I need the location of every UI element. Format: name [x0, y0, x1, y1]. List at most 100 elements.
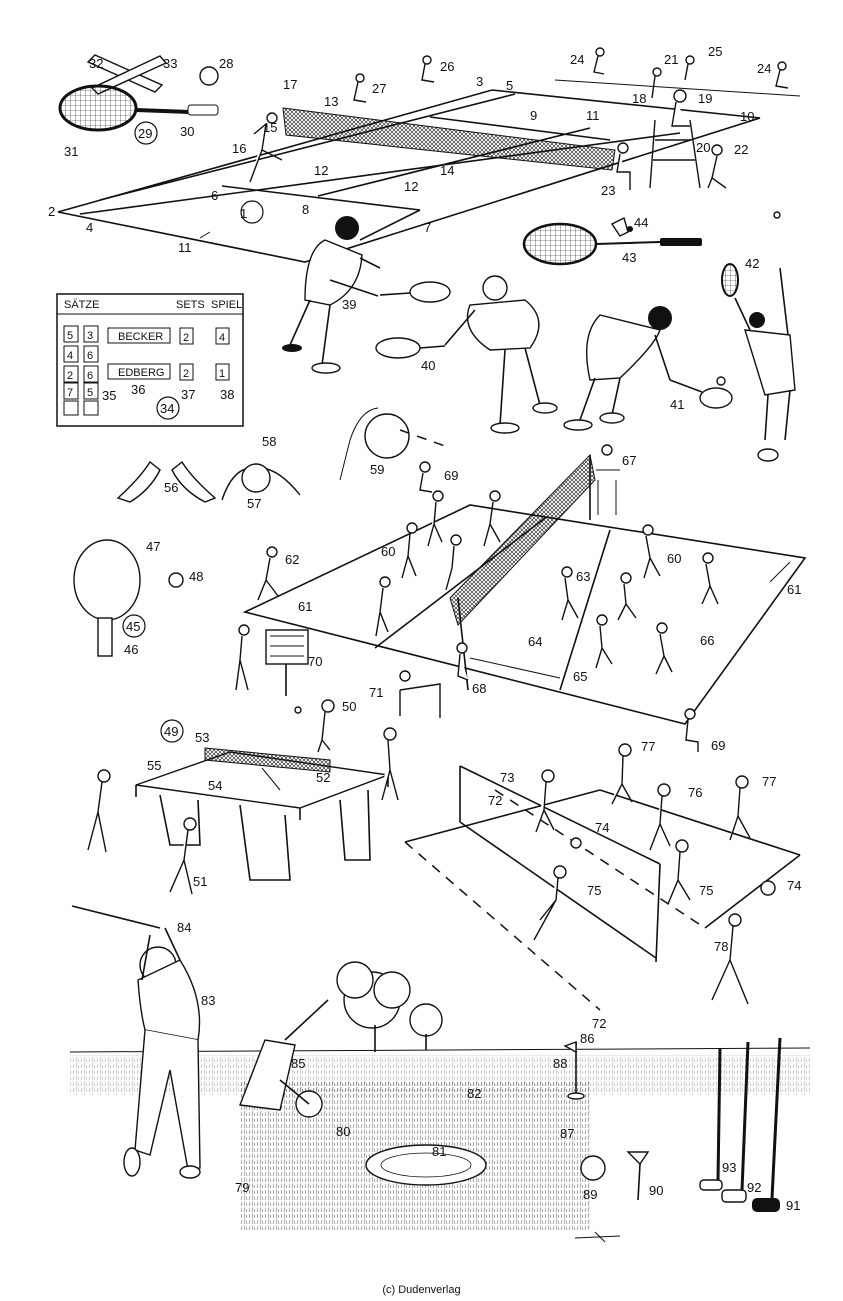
- label-15: 15: [263, 120, 277, 135]
- label-42: 42: [745, 256, 759, 271]
- label-93: 93: [722, 1160, 736, 1175]
- label-40: 40: [421, 358, 435, 373]
- label-25: 25: [708, 44, 722, 59]
- label-48: 48: [189, 569, 203, 584]
- table-tennis-players: [87, 699, 399, 895]
- label-12a: 12: [314, 163, 328, 178]
- label-4: 4: [86, 220, 93, 235]
- court-figures-tennis: [249, 47, 801, 190]
- circle-29: [134, 121, 158, 145]
- table-tennis-bat: [73, 539, 141, 657]
- label-10: 10: [740, 109, 754, 124]
- label-23: 23: [601, 183, 615, 198]
- set-score: 5: [67, 330, 73, 342]
- p2-games: 1: [219, 368, 225, 380]
- label-11a: 11: [178, 240, 192, 255]
- label-57: 57: [247, 496, 261, 511]
- label-73: 73: [500, 770, 514, 785]
- label-77a: 77: [641, 739, 655, 754]
- player-41: [563, 306, 733, 431]
- label-5: 5: [506, 78, 513, 93]
- label-32: 32: [89, 56, 103, 71]
- label-63: 63: [576, 569, 590, 584]
- label-59: 59: [370, 462, 384, 477]
- label-27: 27: [372, 81, 386, 96]
- label-64: 64: [528, 634, 542, 649]
- set-score: 6: [87, 350, 93, 362]
- label-79: 79: [235, 1180, 249, 1195]
- circle-45: [122, 614, 146, 638]
- label-11b: 11: [586, 108, 600, 123]
- label-38: 38: [220, 387, 234, 402]
- scoreboard-70: [235, 624, 309, 696]
- label-3: 3: [476, 74, 483, 89]
- label-60a: 60: [381, 544, 395, 559]
- label-70: 70: [308, 654, 322, 669]
- label-30: 30: [180, 124, 194, 139]
- label-33: 33: [163, 56, 177, 71]
- label-62: 62: [285, 552, 299, 567]
- label-66: 66: [700, 633, 714, 648]
- golf-ball: [580, 1155, 606, 1181]
- label-60b: 60: [667, 551, 681, 566]
- label-50: 50: [342, 699, 356, 714]
- label-17: 17: [283, 77, 297, 92]
- label-29: 29: [138, 126, 152, 141]
- tennis-court: [57, 89, 761, 263]
- label-75b: 75: [699, 883, 713, 898]
- golfer: [71, 905, 201, 1179]
- table-tennis-table: [135, 747, 389, 881]
- label-84: 84: [177, 920, 191, 935]
- label-36: 36: [131, 382, 145, 397]
- label-53: 53: [195, 730, 209, 745]
- scoreboard: SÄTZE SETS SPIEL 5 3 4 6 2 6 7 5 BECKER …: [56, 293, 244, 427]
- p1-games: 4: [219, 332, 225, 344]
- faustball-court: [404, 765, 801, 1011]
- number-labels: 1 2 3 4 5 6 7 8 9 10 11 11 12 12 13 14 1…: [48, 44, 801, 1213]
- tennis-racket: [58, 84, 219, 132]
- label-72a: 72: [488, 793, 502, 808]
- label-41: 41: [670, 397, 684, 412]
- label-86: 86: [580, 1031, 594, 1046]
- label-39: 39: [342, 297, 356, 312]
- label-91: 91: [786, 1198, 800, 1213]
- tennis-net: [282, 107, 616, 171]
- label-18: 18: [632, 91, 646, 106]
- label-58: 58: [262, 434, 276, 449]
- label-8: 8: [302, 202, 309, 217]
- label-54: 54: [208, 778, 222, 793]
- label-26: 26: [440, 59, 454, 74]
- set-score: 7: [67, 387, 73, 399]
- faustball-players: [533, 743, 776, 1005]
- label-83: 83: [201, 993, 215, 1008]
- label-12b: 12: [404, 179, 418, 194]
- label-90: 90: [649, 1183, 663, 1198]
- label-87: 87: [560, 1126, 574, 1141]
- label-46: 46: [124, 642, 138, 657]
- label-21: 21: [664, 52, 678, 67]
- set-score: 4: [67, 350, 73, 362]
- label-13: 13: [324, 94, 338, 109]
- player-name-2: EDBERG: [118, 367, 164, 379]
- label-88: 88: [553, 1056, 567, 1071]
- label-16: 16: [232, 141, 246, 156]
- label-78: 78: [714, 939, 728, 954]
- set-score: 3: [87, 330, 93, 342]
- label-22: 22: [734, 142, 748, 157]
- volleyball-net: [449, 453, 596, 626]
- table-tennis-ball: [168, 572, 184, 588]
- player-39: [282, 216, 451, 374]
- label-44: 44: [634, 215, 648, 230]
- label-19: 19: [698, 91, 712, 106]
- volleyball-hands: [116, 407, 446, 503]
- player-name-1: BECKER: [118, 331, 163, 343]
- label-20: 20: [696, 140, 710, 155]
- label-85: 85: [291, 1056, 305, 1071]
- label-56: 56: [164, 480, 178, 495]
- label-72b: 72: [592, 1016, 606, 1031]
- circle-34: [156, 396, 180, 420]
- golf-landscape: [69, 961, 811, 1230]
- label-89: 89: [583, 1187, 597, 1202]
- label-6: 6: [211, 188, 218, 203]
- label-65: 65: [573, 669, 587, 684]
